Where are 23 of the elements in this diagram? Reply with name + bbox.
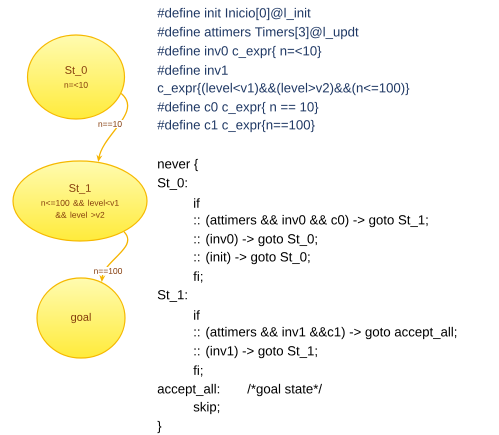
code-line: if [194, 310, 200, 320]
code-line: :: (init) -> goto St_0; [194, 252, 310, 264]
code-line: fi; [193, 365, 202, 377]
code-line: if [194, 198, 200, 208]
code-line: } [157, 420, 162, 434]
code-line: #define c0 c_expr{ n == 10} [157, 102, 318, 114]
code-line: :: (attimers && inv1 &&c1) -> goto accept_all; [194, 326, 456, 340]
code-line: #define inv1 [157, 65, 228, 75]
code-line: fi; [193, 271, 202, 283]
code-line: #define init Inicio[0]@l_init [157, 8, 311, 20]
code-line: skip; [194, 402, 220, 414]
code-line: :: (attimers && inv0 && c0) -> goto St_1; [194, 214, 428, 228]
code-line: #define inv0 c_expr{ n=<10} [157, 46, 322, 58]
code-line: #define attimers Timers[3]@l_updt [157, 26, 359, 40]
code-line: St_1: [158, 290, 187, 302]
edge-label: n==10 [98, 121, 122, 127]
code-line: :: (inv1) -> goto St_1; [194, 346, 317, 358]
code-line: accept_all: [158, 384, 220, 396]
code-line: #define c1 c_expr{n==100} [157, 120, 315, 132]
edge-label: n==100 [94, 268, 122, 274]
code-line: :: (inv0) -> goto St_0; [194, 234, 317, 246]
code-line: c_expr{(level<v1)&&(level>v2)&&(n<=100)} [158, 82, 410, 96]
code-line: /*goal state*/ [247, 384, 322, 396]
